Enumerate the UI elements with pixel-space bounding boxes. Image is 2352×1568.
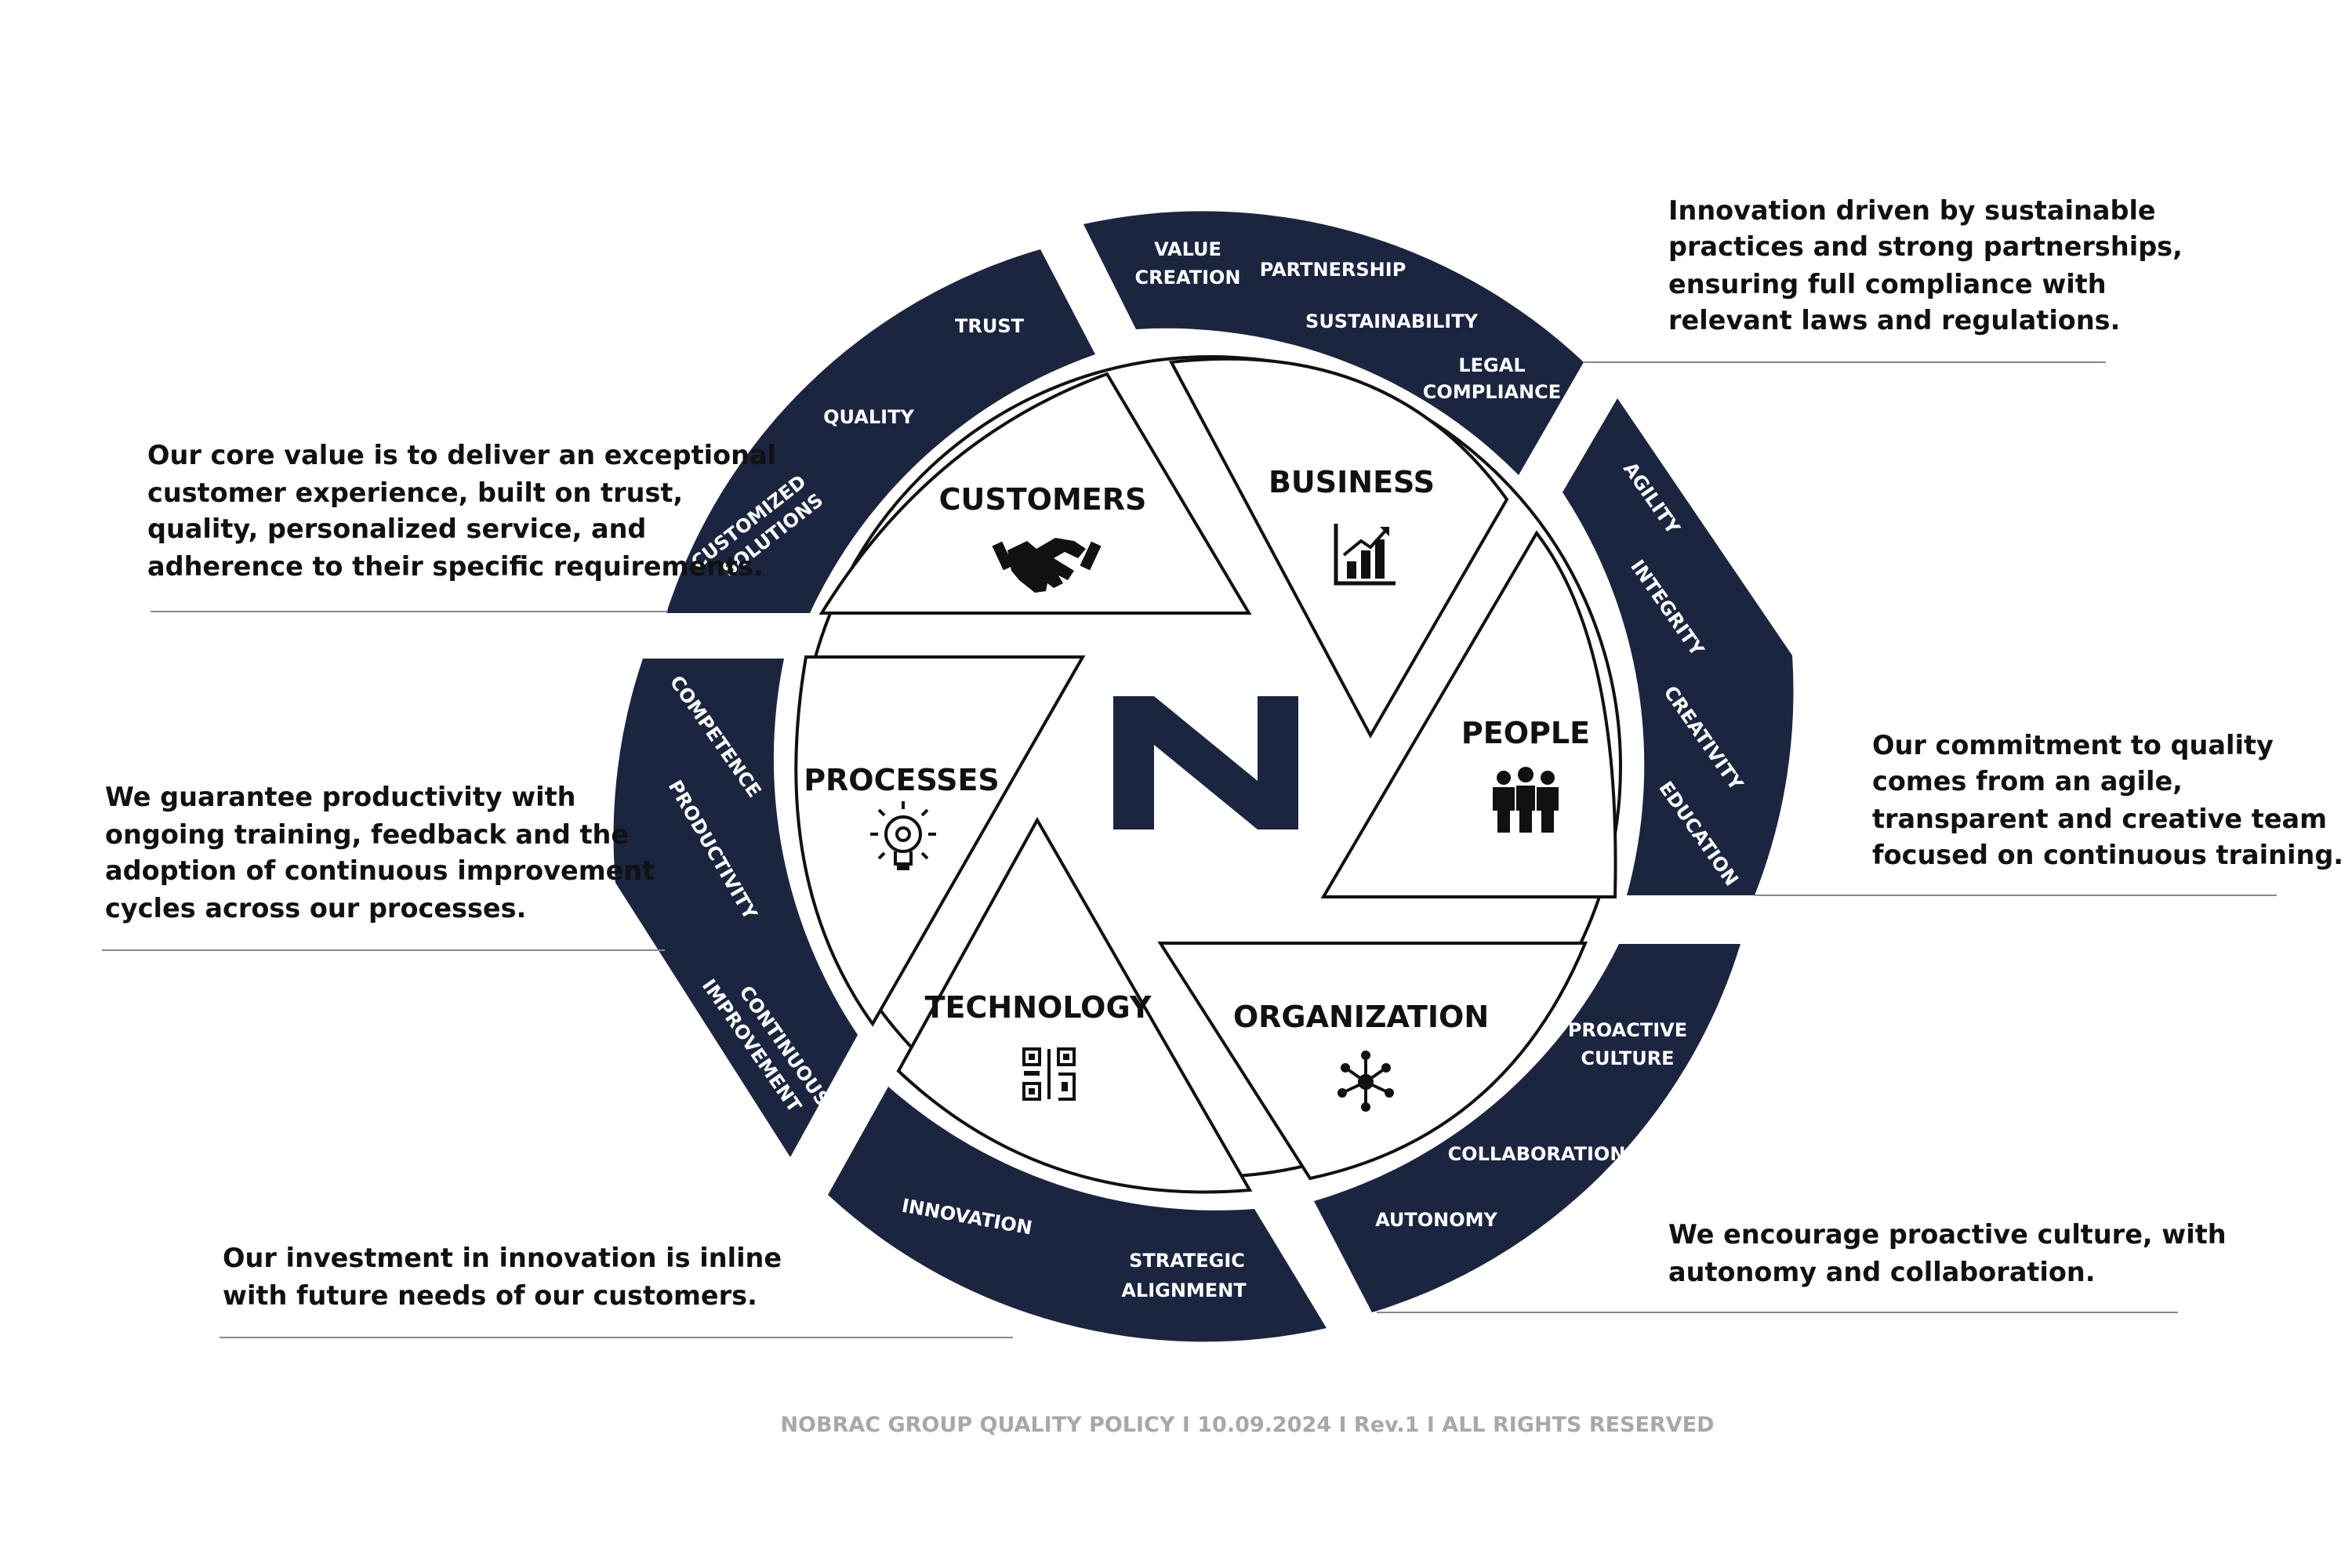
qr-code-icon	[1022, 1047, 1076, 1101]
band-business	[1083, 211, 1584, 475]
description-people-line-4: focused on continuous training.	[1872, 840, 2343, 870]
band-label-compliance: COMPLIANCE	[1423, 381, 1561, 403]
handshake-icon	[992, 538, 1102, 593]
band-label-quality: QUALITY	[823, 406, 914, 428]
band-label-proactive: PROACTIVE	[1568, 1019, 1687, 1041]
description-people-line-1: Our commitment to quality	[1872, 730, 2274, 760]
band-label-strategic: STRATEGIC	[1129, 1250, 1245, 1272]
lightbulb-gear-icon	[870, 801, 936, 870]
segment-label-people: PEOPLE	[1461, 716, 1590, 750]
band-customers	[666, 249, 1095, 613]
band-label-legal: LEGAL	[1458, 354, 1525, 376]
band-label-sustainability: SUSTAINABILITY	[1305, 310, 1479, 332]
people-icon	[1493, 767, 1559, 833]
segment-technology	[896, 816, 1253, 1194]
description-technology-line-1: Our investment in innovation is inline	[223, 1243, 782, 1273]
description-people: Our commitment to quality comes from an …	[1872, 730, 2343, 870]
segment-processes	[794, 655, 1086, 1027]
description-processes-line-3: adoption of continuous improvement	[105, 855, 655, 886]
band-processes	[613, 659, 858, 1157]
nobrac-n-logo-icon	[1113, 696, 1298, 829]
segment-label-customers: CUSTOMERS	[939, 482, 1147, 517]
segment-label-technology: TECHNOLOGY	[925, 990, 1152, 1025]
outer-bands	[613, 211, 1794, 1342]
description-business-line-3: ensuring full compliance with	[1668, 269, 2107, 299]
leader-rules	[102, 361, 2277, 1338]
description-business-line-4: relevant laws and regulations.	[1668, 305, 2120, 336]
segment-label-processes: PROCESSES	[804, 763, 1000, 797]
description-customers-line-3: quality, personalized service, and	[147, 514, 646, 544]
bar-chart-icon	[1334, 524, 1396, 586]
band-organization	[1314, 944, 1740, 1312]
description-technology: Our investment in innovation is inline w…	[223, 1243, 782, 1311]
description-customers-line-1: Our core value is to deliver an exceptio…	[147, 440, 776, 470]
description-processes-line-1: We guarantee productivity with	[105, 782, 576, 812]
description-people-line-3: transparent and creative team	[1872, 804, 2327, 834]
description-organization-line-1: We encourage proactive culture, with	[1668, 1219, 2227, 1250]
description-people-line-2: comes from an agile,	[1872, 766, 2183, 797]
description-processes-line-4: cycles across our processes.	[105, 893, 526, 924]
description-processes-line-2: ongoing training, feedback and the	[105, 819, 629, 850]
description-customers-line-4: adherence to their specific requirements…	[147, 551, 764, 582]
description-organization: We encourage proactive culture, with aut…	[1668, 1219, 2227, 1287]
segment-label-organization: ORGANIZATION	[1233, 1000, 1489, 1034]
band-label-trust: TRUST	[955, 315, 1025, 337]
description-technology-line-2: with future needs of our customers.	[223, 1280, 757, 1311]
band-technology	[828, 1087, 1327, 1342]
band-people	[1563, 398, 1794, 895]
segment-business	[1168, 357, 1509, 739]
segment-organization	[1157, 942, 1588, 1181]
description-customers-line-2: customer experience, built on trust,	[147, 477, 683, 508]
description-customers: Our core value is to deliver an exceptio…	[147, 440, 776, 582]
band-label-partnership: PARTNERSHIP	[1260, 259, 1406, 281]
band-label-autonomy: AUTONOMY	[1375, 1209, 1497, 1231]
network-icon	[1338, 1051, 1394, 1112]
footer-text: NOBRAC GROUP QUALITY POLICY I 10.09.2024…	[780, 1413, 1714, 1437]
band-label-culture: CULTURE	[1581, 1047, 1674, 1069]
description-business-line-2: practices and strong partnerships,	[1668, 231, 2183, 262]
band-label-creation: CREATION	[1135, 267, 1241, 289]
segment-label-business: BUSINESS	[1269, 465, 1435, 499]
description-processes: We guarantee productivity with ongoing t…	[105, 782, 655, 924]
band-label-alignment: ALIGNMENT	[1121, 1279, 1247, 1301]
band-label-value: VALUE	[1154, 238, 1221, 260]
description-business-line-1: Innovation driven by sustainable	[1668, 195, 2156, 226]
description-business: Innovation driven by sustainable practic…	[1668, 195, 2183, 336]
segment-customers	[818, 372, 1252, 615]
segment-labels: CUSTOMERS BUSINESS PEOPLE ORGANIZATION T…	[804, 465, 1590, 1034]
band-label-collaboration: COLLABORATION	[1448, 1143, 1626, 1165]
description-organization-line-2: autonomy and collaboration.	[1668, 1257, 2096, 1287]
